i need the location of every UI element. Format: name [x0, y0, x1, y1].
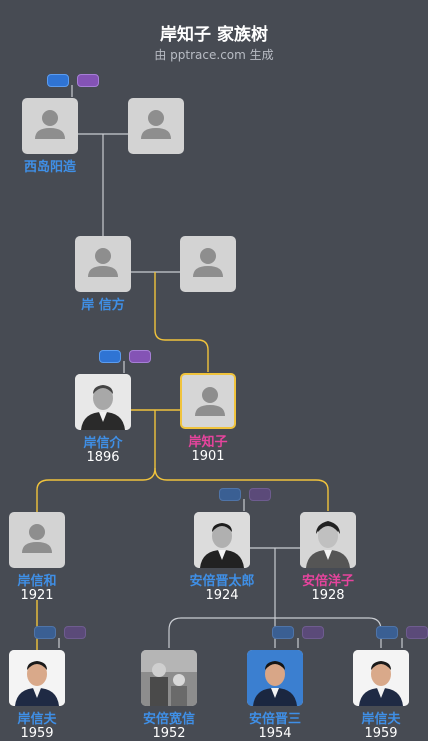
person-card-kishi-nobuo-1[interactable]	[9, 650, 65, 706]
person-name[interactable]: 岸信和	[17, 574, 57, 589]
person-card-kishi-nobumasa[interactable]	[75, 236, 131, 292]
person-birth-year: 1954	[258, 726, 292, 741]
person-name[interactable]: 岸信介	[83, 436, 123, 451]
expand-parents-toggle-purple[interactable]	[64, 626, 86, 639]
person-birth-year: 1924	[205, 588, 239, 603]
portrait-photo-icon	[300, 512, 356, 568]
highlight-line	[36, 410, 156, 512]
person-silhouette-icon	[22, 524, 52, 553]
expand-parents-toggle-blue[interactable]	[376, 626, 398, 639]
portrait-photo-icon	[141, 650, 197, 706]
person-silhouette-icon	[88, 248, 118, 277]
expand-parents-toggle-purple[interactable]	[302, 626, 324, 639]
person-name[interactable]: 岸知子	[188, 435, 228, 450]
person-name[interactable]: 安倍宽信	[142, 712, 195, 727]
portrait-photo-icon	[194, 512, 250, 568]
page-subtitle: 由 pptrace.com 生成	[154, 48, 274, 62]
person-card-nishijima-spouse[interactable]	[128, 98, 184, 154]
highlight-line	[154, 272, 209, 372]
person-card-kishi-nobuo-2[interactable]	[353, 650, 409, 706]
person-silhouette-icon	[141, 110, 171, 139]
person-birth-year: 1952	[152, 726, 186, 741]
portrait-photo-icon	[353, 650, 409, 706]
expand-parents-toggle-purple[interactable]	[406, 626, 428, 639]
person-silhouette-icon	[35, 110, 65, 139]
expand-parents-toggle-purple[interactable]	[129, 350, 151, 363]
person-name[interactable]: 岸信夫	[17, 712, 57, 727]
person-card-kishi-nobukazu[interactable]	[9, 512, 65, 568]
expand-parents-toggle-blue[interactable]	[99, 350, 121, 363]
person-card-nishijima[interactable]	[22, 98, 78, 154]
person-card-kishi-yoshiko[interactable]	[180, 373, 236, 429]
person-name[interactable]: 岸 信方	[81, 298, 125, 313]
person-birth-year: 1896	[86, 450, 120, 465]
expand-parents-toggle-purple[interactable]	[249, 488, 271, 501]
person-name[interactable]: 岸信夫	[361, 712, 401, 727]
person-card-abe-shintaro[interactable]	[194, 512, 250, 568]
expand-parents-toggle-blue[interactable]	[34, 626, 56, 639]
person-birth-year: 1928	[311, 588, 345, 603]
person-birth-year: 1959	[364, 726, 398, 741]
person-name[interactable]: 安倍晋太郎	[189, 574, 255, 589]
portrait-photo-icon	[9, 650, 65, 706]
expand-parents-toggle-blue[interactable]	[272, 626, 294, 639]
person-card-kishi-nobusuke[interactable]	[75, 374, 131, 430]
portrait-photo-icon	[75, 374, 131, 430]
person-name[interactable]: 西岛阳造	[23, 160, 76, 175]
person-silhouette-icon	[195, 387, 225, 416]
person-birth-year: 1901	[191, 449, 225, 464]
person-card-kishi-nobumasa-spouse[interactable]	[180, 236, 236, 292]
person-card-abe-yoko[interactable]	[300, 512, 356, 568]
person-card-abe-shinzo[interactable]	[247, 650, 303, 706]
highlight-line	[154, 467, 329, 511]
person-birth-year: 1959	[20, 726, 54, 741]
expand-parents-toggle-blue[interactable]	[47, 74, 69, 87]
page-title: 岸知子 家族树	[160, 25, 268, 45]
expand-parents-toggle-purple[interactable]	[77, 74, 99, 87]
person-name[interactable]: 安倍洋子	[301, 574, 354, 589]
portrait-photo-icon	[247, 650, 303, 706]
expand-parents-toggle-blue[interactable]	[219, 488, 241, 501]
person-birth-year: 1921	[20, 588, 54, 603]
person-silhouette-icon	[193, 248, 223, 277]
person-name[interactable]: 安倍晋三	[248, 712, 301, 727]
person-card-abe-hironobu[interactable]	[141, 650, 197, 706]
